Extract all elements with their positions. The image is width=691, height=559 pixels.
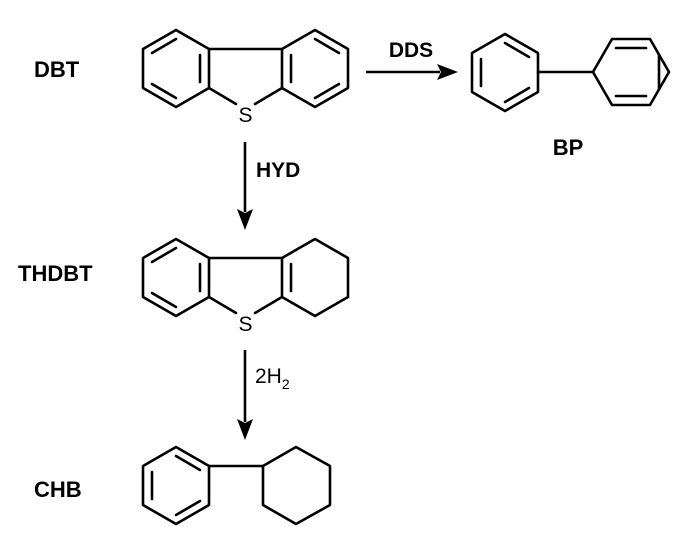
chb-benzene-ring <box>141 445 211 526</box>
bp-label: BP <box>553 135 584 160</box>
h2-label: 2H2 <box>255 365 290 392</box>
thdbt-structure: S <box>141 237 350 336</box>
bp-right-ring <box>591 37 671 107</box>
dbt-structure: S <box>141 28 350 127</box>
hyd-arrow <box>237 142 253 230</box>
h2-coefficient: 2H <box>255 365 282 388</box>
thdbt-label: THDBT <box>18 261 93 286</box>
hyd-label: HYD <box>256 159 300 182</box>
thdbt-sulfur-atom: S <box>238 313 252 336</box>
dbt-label: DBT <box>34 57 80 82</box>
h2-arrow <box>237 350 253 440</box>
bp-structure <box>470 32 671 113</box>
dds-arrow <box>366 64 458 80</box>
chb-structure <box>141 445 332 526</box>
chb-cyclohexane-ring <box>261 445 332 526</box>
dds-label: DDS <box>389 39 433 62</box>
chb-label: CHB <box>34 477 82 502</box>
dbt-sulfur-atom: S <box>238 104 252 127</box>
bp-left-ring <box>470 32 540 113</box>
h2-subscript: 2 <box>282 376 290 392</box>
